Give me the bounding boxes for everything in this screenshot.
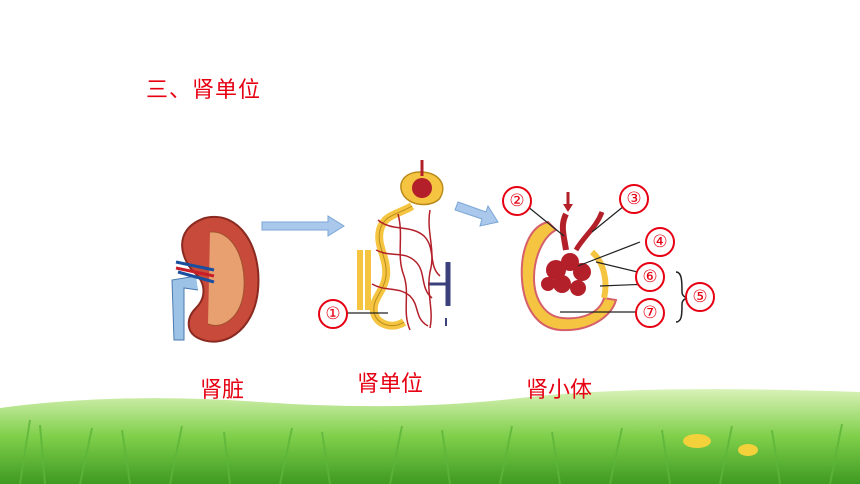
label-6: ⑥ [635, 262, 665, 292]
leaf-2 [738, 444, 758, 456]
caption-kidney: 肾脏 [200, 378, 245, 403]
nephron-illustration [357, 160, 451, 331]
label-2: ② [502, 186, 532, 216]
label-7: ⑦ [635, 298, 665, 328]
slide-title: 三、肾单位 [146, 78, 262, 103]
arrow-nephron-to-corpuscle [454, 201, 499, 227]
caption-renal-corpuscle: 肾小体 [526, 378, 593, 403]
renal-corpuscle-illustration [520, 192, 618, 332]
leaf-1 [683, 434, 711, 448]
caption-nephron: 肾单位 [357, 372, 424, 397]
label-5: ⑤ [685, 282, 715, 312]
label-4: ④ [645, 227, 675, 257]
label-1: ① [318, 299, 348, 329]
arrow-kidney-to-nephron [261, 215, 345, 237]
label-3: ③ [619, 184, 649, 214]
kidney-illustration [171, 215, 260, 343]
